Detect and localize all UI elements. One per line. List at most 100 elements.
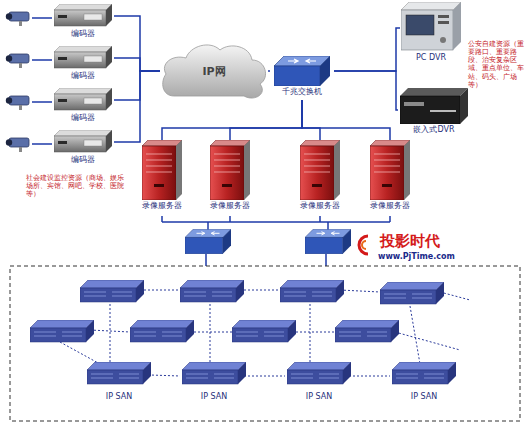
encoder-icon [54, 4, 112, 28]
san-icon [87, 362, 151, 386]
switch-wire [205, 254, 207, 266]
san-link [340, 290, 380, 292]
san-link [210, 304, 211, 364]
network-link [334, 71, 398, 110]
switch-wire [325, 254, 327, 266]
ip-san-device [130, 320, 194, 342]
ip-san-device [180, 280, 244, 302]
logo-swirl [362, 241, 366, 249]
network-link [230, 100, 302, 140]
node-label: IP SAN [306, 392, 332, 402]
ip-san-device [80, 280, 144, 302]
camera-wire [32, 17, 52, 19]
network-link [302, 100, 390, 140]
san-icon [182, 362, 246, 386]
camera-wires [32, 18, 52, 144]
ip-san-device [30, 320, 94, 342]
server-wire [229, 216, 231, 222]
node-label: IP网 [202, 67, 225, 77]
encoder-box: 编码器 [52, 4, 114, 44]
encoder-shape [54, 130, 112, 152]
embedded-dvr: 嵌入式DVR [398, 88, 470, 138]
san-icon [392, 362, 456, 386]
ip-san-device [335, 320, 399, 342]
san-link [410, 306, 420, 364]
node-label: 编码器 [71, 155, 95, 165]
server-shape [300, 140, 340, 200]
note-text: 社会建设监控资源（商场、娱乐场所、宾馆、网吧、学校、医院等） [26, 174, 124, 198]
san-icon [287, 362, 351, 386]
ip-san-device: IP SAN [390, 362, 458, 408]
node-label: 录像服务器 [300, 201, 340, 211]
edvr-shape [400, 88, 468, 124]
switch-icon [305, 229, 351, 254]
san-link [395, 332, 460, 350]
san-link [345, 376, 390, 377]
camera-icon [6, 12, 29, 26]
storage-area-box [10, 266, 520, 421]
node-label: 编码器 [71, 113, 95, 123]
network-link [114, 71, 160, 100]
san-link [310, 304, 311, 364]
encoder-box: 编码器 [52, 130, 114, 170]
ip-network-cloud: IP网 [160, 40, 268, 102]
recording-server: 录像服务器 [360, 140, 420, 216]
server-icon [142, 140, 182, 200]
camera-icon [6, 96, 29, 110]
node-label: IP SAN [411, 392, 437, 402]
watermark: 投影时代 [380, 232, 440, 251]
gigabit-switch: 千兆交换机 [270, 56, 334, 100]
server-shape [142, 140, 182, 200]
encoder-icon [54, 130, 112, 154]
server-icon [210, 140, 250, 200]
recording-server: 录像服务器 [290, 140, 350, 216]
camera-wire [32, 101, 52, 103]
camera-wire [32, 59, 52, 61]
san-shape [182, 362, 246, 384]
network-link [334, 28, 400, 71]
recording-server: 录像服务器 [200, 140, 260, 216]
node-label: IP SAN [106, 392, 132, 402]
san-link [110, 304, 111, 364]
ip-san-device [280, 280, 344, 302]
ip-san-device [232, 320, 296, 342]
camera-icon [6, 54, 29, 68]
pcdvr-icon [401, 2, 461, 52]
ip-san-device: IP SAN [85, 362, 153, 408]
edvr-icon [400, 88, 468, 124]
node-label: PC DVR [416, 53, 446, 63]
node-label: 千兆交换机 [282, 87, 322, 97]
encoder-icon [54, 46, 112, 70]
server-shape [370, 140, 410, 200]
encoder-box: 编码器 [52, 88, 114, 128]
logo-swirl [359, 236, 368, 254]
watermark-logo [359, 236, 368, 254]
network-link [114, 16, 160, 71]
encoder-shape [54, 46, 112, 68]
san-link [292, 332, 335, 333]
ip-san-device: IP SAN [180, 362, 248, 408]
storage-wires [162, 216, 390, 266]
san-link [440, 292, 470, 300]
watermark: www.PjTime.com [378, 252, 455, 262]
san-shape [392, 362, 456, 384]
san-link [240, 290, 280, 291]
switch-icon [185, 229, 231, 254]
ip-san-device [380, 282, 444, 304]
pcdvr-shape [401, 2, 461, 50]
switch-wire [207, 222, 209, 230]
encoder-shape [54, 4, 112, 26]
server-bus [162, 221, 390, 223]
san-link [60, 342, 100, 364]
server-wire [319, 216, 321, 222]
note-text: 公安自建资源（重要路口、重要路段、治安复杂区域、重点单位、车站、码头、广场等） [468, 40, 528, 89]
san-link [240, 376, 285, 377]
server-wire [161, 216, 163, 222]
san-link [190, 332, 232, 333]
san-link [140, 290, 180, 291]
camera-wire [32, 143, 52, 145]
node-label: 编码器 [71, 71, 95, 81]
network-link [162, 100, 302, 140]
